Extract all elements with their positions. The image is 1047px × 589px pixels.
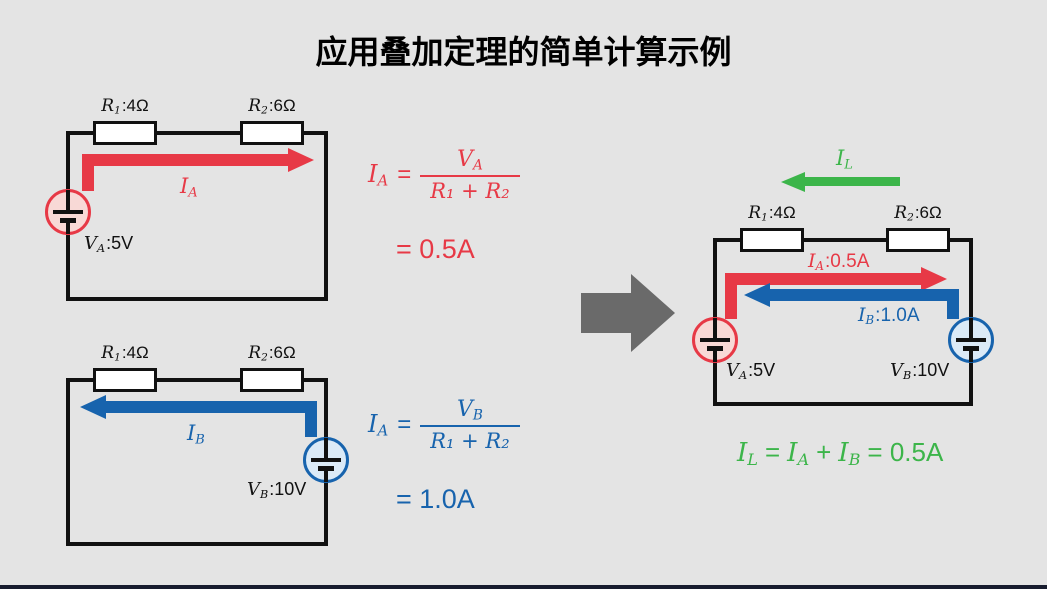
battery-a-total-icon	[692, 317, 738, 363]
battery-b-total-icon	[948, 317, 994, 363]
transition-arrow-shaft	[581, 293, 631, 333]
current-a-total-arrow-shaft	[725, 273, 921, 285]
circuit-total-resistor-r1	[740, 228, 804, 252]
current-a-total-arrow-head-icon	[921, 267, 947, 291]
circuit-b-source-label: VB:10V	[247, 479, 307, 501]
current-a-arrow-stub	[82, 154, 94, 191]
circuit-a-r2-label: R2:6Ω	[248, 96, 296, 117]
formula-total: IL = IA + IB = 0.5A	[737, 437, 943, 468]
transition-arrow-head	[631, 274, 675, 352]
circuit-total-current-b-label: IB:1.0A	[858, 304, 920, 327]
circuit-a-current-label: IA	[180, 174, 198, 201]
page-title: 应用叠加定理的简单计算示例	[315, 34, 732, 70]
current-b-arrow-shaft	[104, 401, 317, 413]
circuit-b-resistor-r1	[93, 368, 157, 392]
formula-total-result: = 0.5A	[867, 437, 944, 468]
circuit-total-r1-label: R1:4Ω	[748, 203, 796, 224]
formula-total-equals-1: =	[764, 437, 781, 468]
current-b-total-arrow-shaft	[768, 289, 959, 301]
load-current-label: IL	[836, 146, 853, 173]
circuit-b-r1-label: R1:4Ω	[101, 343, 149, 364]
formula-a-equals: =	[397, 160, 412, 188]
formula-a-numerator: VA	[457, 147, 483, 174]
current-b-total-arrow-stub	[947, 289, 959, 319]
circuit-total-current-a-label: IA:0.5A	[808, 250, 870, 273]
circuit-total-r2-label: R2:6Ω	[894, 203, 942, 224]
formula-a-lhs: IA	[368, 160, 389, 190]
formula-total-term-b: IB	[838, 438, 861, 470]
formula-a: IA = VA R₁ + R₂	[368, 146, 520, 203]
formula-total-plus: +	[816, 437, 832, 468]
formula-a-denominator: R₁ + R₂	[420, 175, 520, 203]
circuit-b-resistor-r2	[240, 368, 304, 392]
bottom-accent-bar	[0, 585, 1047, 589]
formula-b-equals: =	[397, 410, 412, 438]
circuit-total-resistor-r2	[886, 228, 950, 252]
circuit-b-current-label: IB	[187, 421, 205, 448]
current-b-arrow-head-icon	[80, 395, 106, 419]
current-b-arrow-stub	[305, 401, 317, 437]
formula-b-lhs: IA	[368, 410, 389, 440]
battery-b-icon	[303, 437, 349, 483]
current-b-total-arrow-head-icon	[744, 283, 770, 307]
circuit-a-resistor-r1	[93, 121, 157, 145]
current-a-arrow-head-icon	[288, 148, 314, 172]
formula-total-term-a: IA	[787, 438, 810, 470]
formula-b-numerator: VB	[457, 397, 483, 424]
circuit-a-resistor-r2	[240, 121, 304, 145]
formula-b: IA = VB R₁ + R₂	[368, 396, 520, 453]
formula-total-lhs: IL	[737, 438, 758, 470]
formula-a-fraction: VA R₁ + R₂	[420, 146, 520, 203]
circuit-a-source-label: VA:5V	[84, 233, 134, 255]
load-current-arrow-shaft	[803, 177, 900, 186]
formula-b-fraction: VB R₁ + R₂	[420, 396, 520, 453]
formula-b-result: = 1.0A	[396, 484, 475, 514]
formula-a-result: = 0.5A	[396, 234, 475, 264]
circuit-total-source-a-label: VA:5V	[726, 360, 776, 382]
circuit-b-r2-label: R2:6Ω	[248, 343, 296, 364]
load-current-arrow-head-icon	[781, 172, 805, 192]
formula-b-denominator: R₁ + R₂	[420, 425, 520, 453]
battery-a-icon	[45, 189, 91, 235]
circuit-total-source-b-label: VB:10V	[890, 360, 950, 382]
current-a-arrow-shaft	[82, 154, 288, 166]
circuit-a-r1-label: R1:4Ω	[101, 96, 149, 117]
